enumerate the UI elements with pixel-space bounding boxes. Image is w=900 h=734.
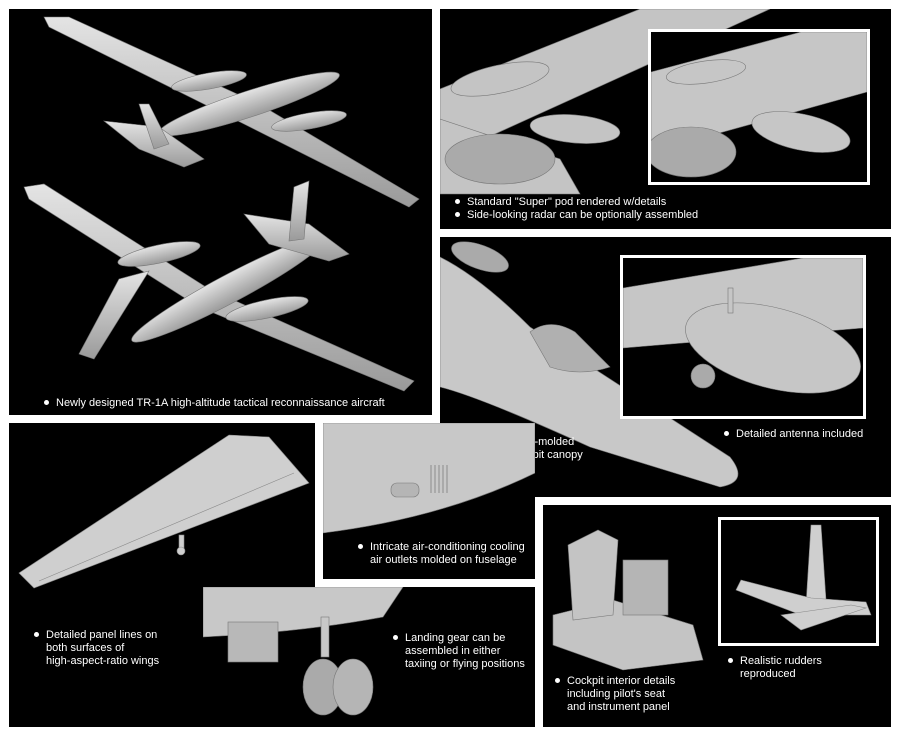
caption-antenna: Detailed antenna included [724,428,863,441]
bullet-icon [728,657,733,663]
caption-gear: Landing gear can be assembled in either … [393,632,525,671]
cockpit-render [552,529,704,671]
bullet-icon [455,198,460,204]
bullet-icon [358,543,363,549]
caption-wing: Detailed panel lines on both surfaces of… [34,629,159,668]
outlets-render [323,423,535,534]
wing-render [18,434,310,589]
caption-rudder: Realistic rudders reproduced [728,655,822,681]
inset-rudder-detail [718,517,879,646]
panel-landing-gear: Landing gear can be assembled in either … [203,587,535,727]
aircraft-render [23,16,420,392]
panel-super-pod: Standard "Super" pod rendered w/details … [440,9,891,229]
antenna-detail-render [623,258,863,394]
gear-render [203,587,404,716]
bullet-icon [393,634,398,640]
aircraft-bottom-view [23,180,415,392]
rudder-detail-render [735,524,872,631]
bullet-icon [724,430,729,436]
caption-cockpit: Cockpit interior details including pilot… [555,675,675,714]
panel-cooling-outlets: Intricate air-conditioning cooling air o… [323,423,535,579]
panel-canopy-antenna: Slide-molded cockpit canopy Detailed ant… [440,237,891,497]
pod-detail-render [651,32,867,178]
canopy-render [440,241,739,488]
caption-tr1a: Newly designed TR-1A high-altitude tacti… [44,397,385,410]
caption-pod: Standard "Super" pod rendered w/details … [455,196,698,222]
caption-outlets: Intricate air-conditioning cooling air o… [358,541,525,567]
aircraft-top-view [43,16,420,208]
bullet-icon [34,631,39,637]
panel-aircraft-overview: Newly designed TR-1A high-altitude tacti… [9,9,432,415]
inset-antenna-detail [620,255,866,419]
bullet-icon [455,211,460,217]
bullet-icon [44,399,49,405]
panel-cockpit-rudder: Cockpit interior details including pilot… [543,505,891,727]
bullet-icon [555,677,560,683]
inset-pod-detail [648,29,870,185]
